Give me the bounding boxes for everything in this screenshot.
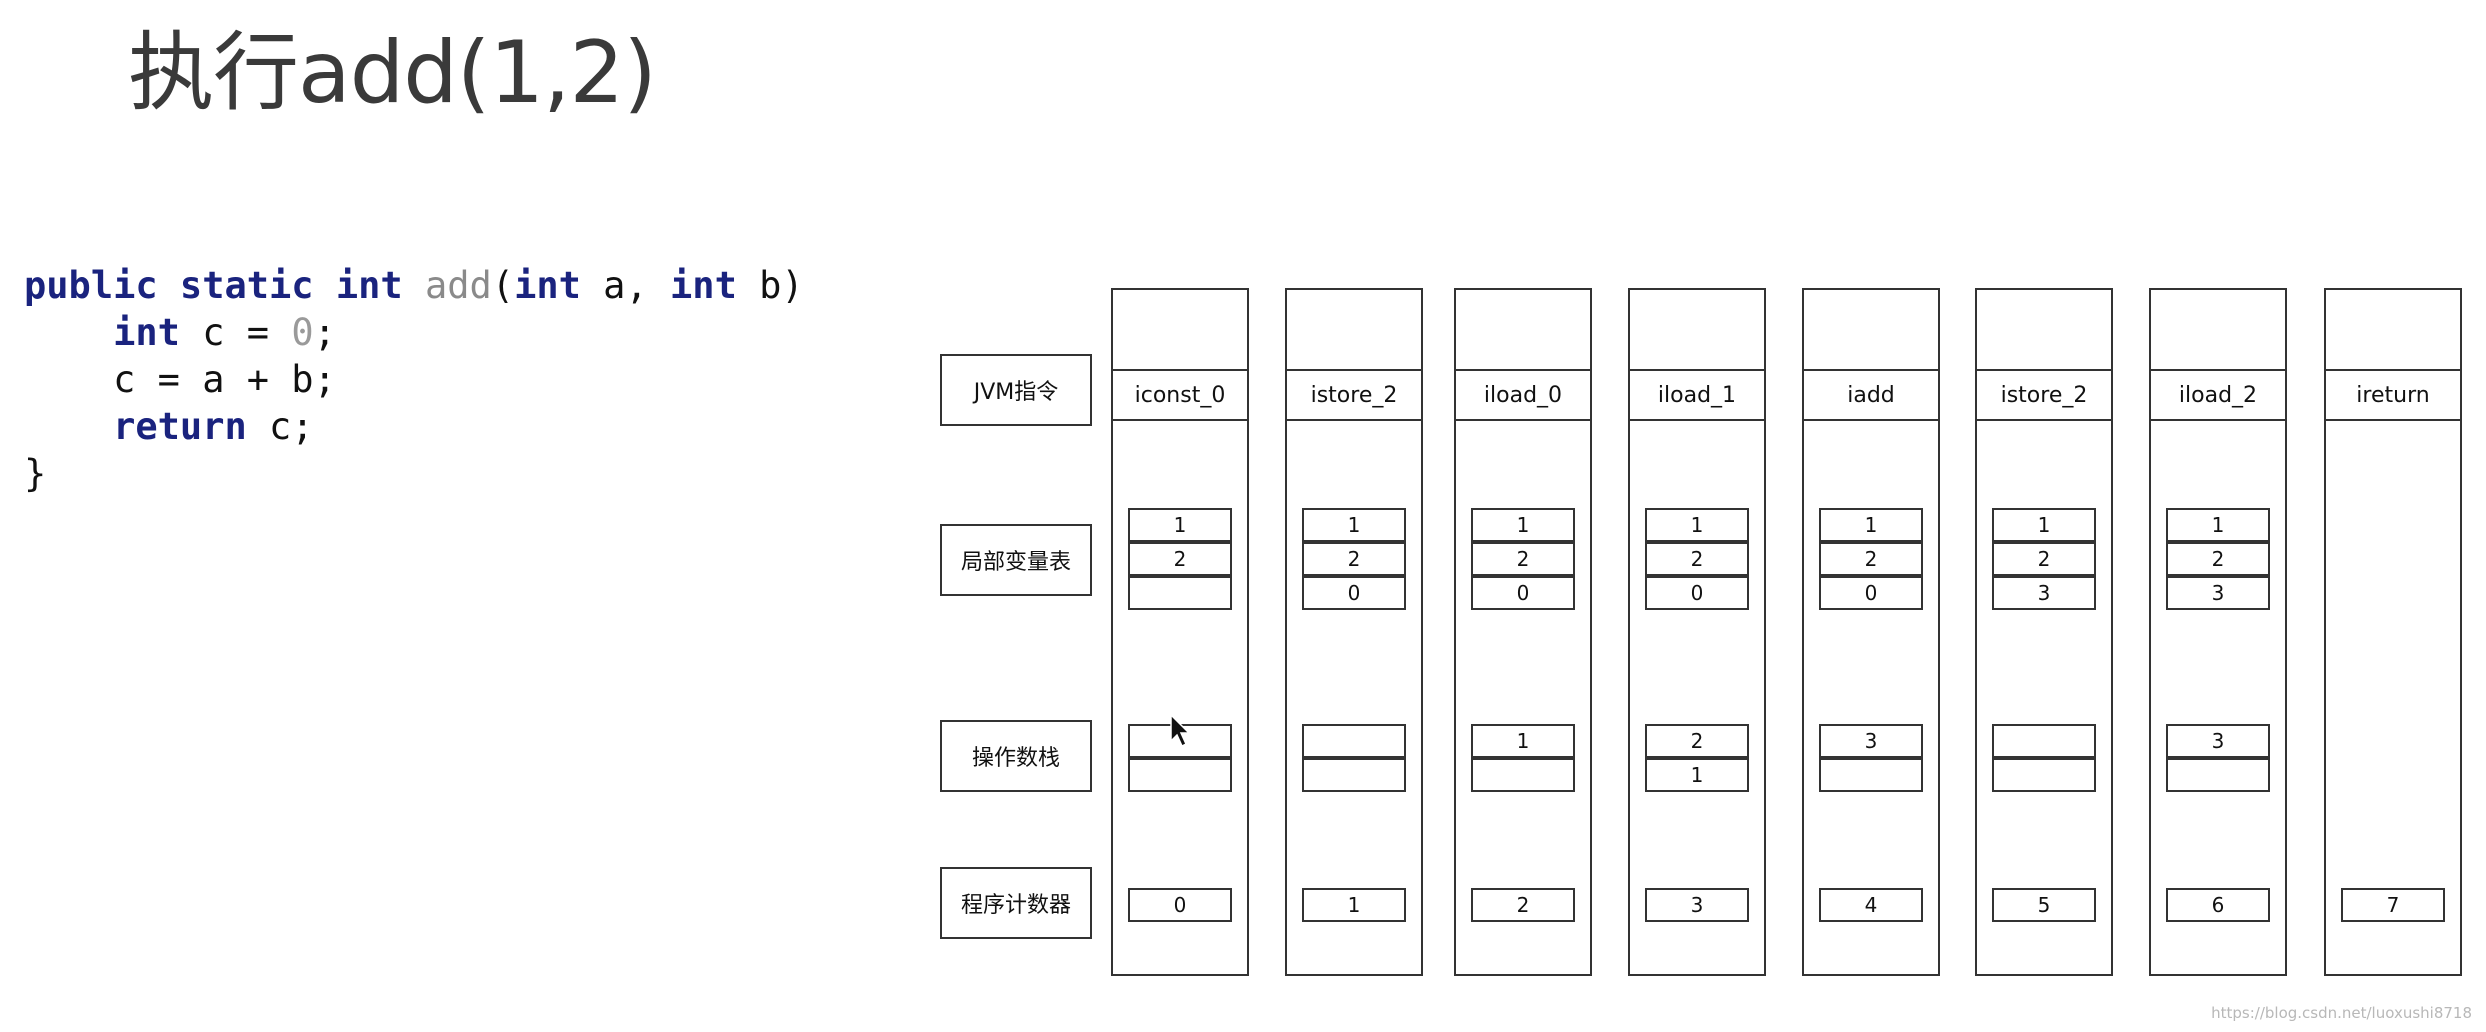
code-token: ; [313,311,336,354]
operand-stack-slot: 3 [1819,724,1923,758]
local-variable-slot: 2 [1645,542,1749,576]
operand-stack-slot [1128,758,1232,792]
code-token [24,311,113,354]
local-variable-slot: 2 [2166,542,2270,576]
code-line: int c = 0; [24,309,804,356]
operand-stack-slot [1471,758,1575,792]
code-token: int [514,264,581,307]
code-line: c = a + b; [24,356,804,403]
local-variable-slot: 2 [1302,542,1406,576]
program-counter-cell: 3 [1645,888,1749,922]
operand-stack-slot [1302,724,1406,758]
jvm-instruction-cell: iload_2 [2149,369,2287,421]
execution-step-column: ireturn 7 [2324,288,2462,976]
local-variable-slot: 1 [1302,508,1406,542]
local-variable-slot: 2 [1471,542,1575,576]
code-token: } [24,452,47,495]
code-line: return c; [24,403,804,450]
local-variable-slot: 0 [1819,576,1923,610]
jvm-instruction-cell: ireturn [2324,369,2462,421]
local-variable-slot: 1 [1819,508,1923,542]
local-variable-slot: 3 [1992,576,2096,610]
watermark-text: https://blog.csdn.net/luoxushi8718 [2211,1004,2472,1022]
code-token: int [670,264,737,307]
program-counter-cell: 2 [1471,888,1575,922]
label-program-counter: 程序计数器 [940,867,1092,939]
local-variable-slot: 1 [2166,508,2270,542]
operand-stack-slot [1819,758,1923,792]
local-variable-slot: 2 [1128,542,1232,576]
page-title: 执行add(1,2) [128,23,657,123]
program-counter-cell: 6 [2166,888,2270,922]
code-line: } [24,450,804,497]
jvm-instruction-cell: iload_0 [1454,369,1592,421]
code-token: return [113,405,247,448]
local-variable-slot [1128,576,1232,610]
code-token: c; [246,405,314,448]
label-jvm-instruction: JVM指令 [940,354,1092,426]
code-line: public static int add(int a, int b) [24,262,804,309]
program-counter-cell: 4 [1819,888,1923,922]
jvm-instruction-cell: istore_2 [1975,369,2113,421]
operand-stack-slot: 1 [1471,724,1575,758]
code-token: int [113,311,180,354]
operand-stack-slot [1992,758,2096,792]
code-token: c = [179,311,292,354]
local-variable-slot: 0 [1645,576,1749,610]
program-counter-cell: 0 [1128,888,1232,922]
local-variable-slot: 1 [1645,508,1749,542]
program-counter-cell: 5 [1992,888,2096,922]
code-token: ( [491,264,515,307]
code-token: add [424,264,492,307]
operand-stack-slot [2166,758,2270,792]
local-variable-slot: 2 [1992,542,2096,576]
local-variable-slot: 3 [2166,576,2270,610]
operand-stack-slot [1302,758,1406,792]
jvm-instruction-cell: iload_1 [1628,369,1766,421]
jvm-instruction-cell: iconst_0 [1111,369,1249,421]
operand-stack-slot: 1 [1645,758,1749,792]
operand-stack-slot: 2 [1645,724,1749,758]
operand-stack-slot [1992,724,2096,758]
jvm-instruction-cell: istore_2 [1285,369,1423,421]
local-variable-slot: 1 [1128,508,1232,542]
jvm-instruction-cell: iadd [1802,369,1940,421]
code-token: public static int [24,264,425,307]
code-token: b) [736,264,804,307]
code-block: public static int add(int a, int b) int … [24,262,804,497]
program-counter-cell: 1 [1302,888,1406,922]
program-counter-cell: 7 [2341,888,2445,922]
code-token: c = a + b; [24,358,336,401]
local-variable-slot: 2 [1819,542,1923,576]
label-local-variables: 局部变量表 [940,524,1092,596]
label-operand-stack: 操作数栈 [940,720,1092,792]
mouse-cursor-icon [1170,714,1191,748]
code-token [24,405,113,448]
operand-stack-slot: 3 [2166,724,2270,758]
local-variable-slot: 0 [1471,576,1575,610]
code-token: a, [580,264,671,307]
code-token: 0 [291,311,314,354]
local-variable-slot: 1 [1992,508,2096,542]
local-variable-slot: 1 [1471,508,1575,542]
local-variable-slot: 0 [1302,576,1406,610]
